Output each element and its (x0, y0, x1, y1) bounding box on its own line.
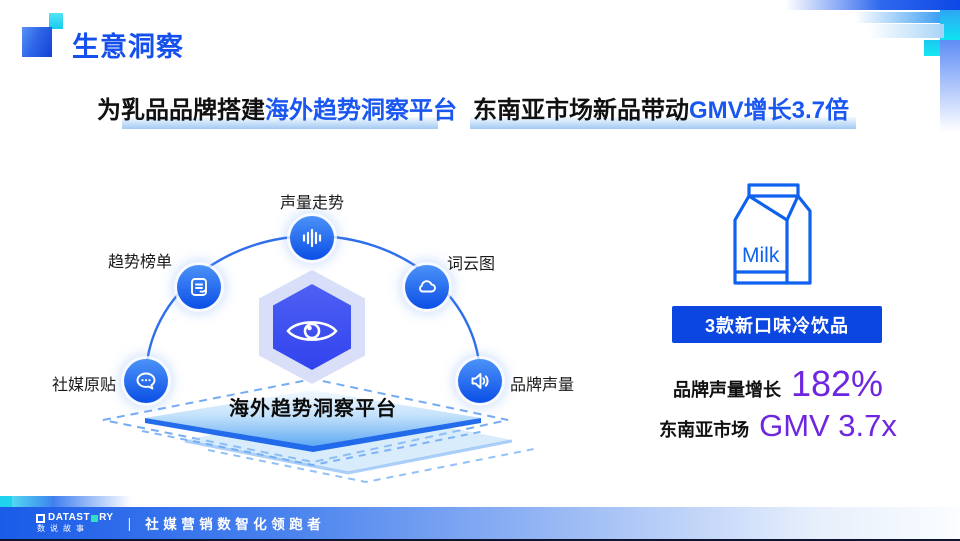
deco-cyan-square (924, 40, 940, 56)
node-trend-ranking (177, 265, 221, 309)
platform-layer-2-edge (184, 439, 513, 475)
headline-right-highlight: GMV增长3.7倍 (689, 97, 850, 124)
footer-accent-blue (12, 496, 52, 507)
node-label-brand-volume: 品牌声量 (510, 377, 575, 394)
platform-dashed-lower (207, 448, 535, 484)
headline-right: 东南亚市场新品带动GMV增长3.7倍 (473, 90, 849, 125)
stat-brand-volume-label: 品牌声量增长 (672, 380, 781, 400)
deco-cyan-block (940, 10, 960, 40)
logo-text-part2: RY (99, 512, 114, 523)
waveform-icon (300, 226, 324, 250)
node-word-cloud (405, 265, 449, 309)
platform-edge (145, 418, 481, 452)
headline-right-prefix: 东南亚市场新品带动 (473, 97, 689, 124)
node-label-volume-trend: 声量走势 (279, 195, 344, 212)
datastory-logo-icon (36, 513, 45, 523)
stat-gmv-label: 东南亚市场 (659, 420, 750, 440)
new-product-badge: 3款新口味冷饮品 (672, 306, 882, 343)
brand-square-cyan (49, 13, 63, 29)
logo-text-part1: DATAST (48, 512, 91, 523)
stat-brand-volume-value: 182% (790, 363, 884, 404)
platform-label: 海外趋势洞察平台 (229, 398, 397, 420)
eye-icon (286, 315, 338, 347)
stat-gmv: 东南亚市场 GMV 3.7x (640, 408, 916, 444)
footer-tagline: 社媒营销数智化领跑者 (145, 517, 326, 532)
deco-vertical-strip (940, 40, 960, 132)
node-social-posts (124, 359, 168, 403)
page-title: 生意洞察 (72, 32, 184, 62)
footer-divider: | (127, 515, 132, 531)
node-label-word-cloud: 词云图 (447, 256, 496, 273)
node-label-trend-ranking: 趋势榜单 (107, 254, 172, 271)
milk-carton-illustration: Milk (727, 180, 819, 292)
node-brand-volume (458, 359, 502, 403)
headline-left: 为乳品品牌搭建海外趋势洞察平台 (97, 90, 457, 125)
footer-accent-fade (52, 496, 132, 507)
datastory-logo-text: DATAST RY (48, 513, 114, 523)
node-label-social-posts: 社媒原贴 (51, 377, 116, 394)
node-volume-trend (290, 216, 334, 260)
footer-bottom-line (0, 539, 960, 541)
deco-bar-mid (855, 12, 940, 23)
headline-right-underline (470, 117, 856, 129)
stat-gmv-value: GMV 3.7x (759, 408, 897, 443)
stat-brand-volume: 品牌声量增长 182% (648, 363, 908, 405)
footer-bar: DATAST RY 数说故事 | 社媒营销数智化领跑者 (0, 507, 960, 539)
footer-accent-cyan (0, 496, 12, 507)
cloud-icon (415, 275, 439, 299)
deco-bar-top (785, 0, 960, 10)
chat-bubble-icon (134, 369, 158, 393)
headline-left-highlight: 海外趋势洞察平台 (265, 97, 457, 124)
headline-left-underline (122, 117, 438, 129)
datastory-logo: DATAST RY 数说故事 (36, 513, 114, 533)
doc-list-icon (187, 275, 211, 299)
headline-left-prefix: 为乳品品牌搭建 (97, 97, 265, 124)
platform-dashed-mid (141, 430, 486, 467)
datastory-logo-chinese: 数说故事 (37, 524, 89, 533)
deco-bar-light (868, 24, 944, 38)
speaker-icon (468, 369, 492, 393)
milk-text: Milk (742, 244, 780, 267)
brand-square-blue (22, 27, 52, 57)
logo-o-square (91, 514, 99, 522)
